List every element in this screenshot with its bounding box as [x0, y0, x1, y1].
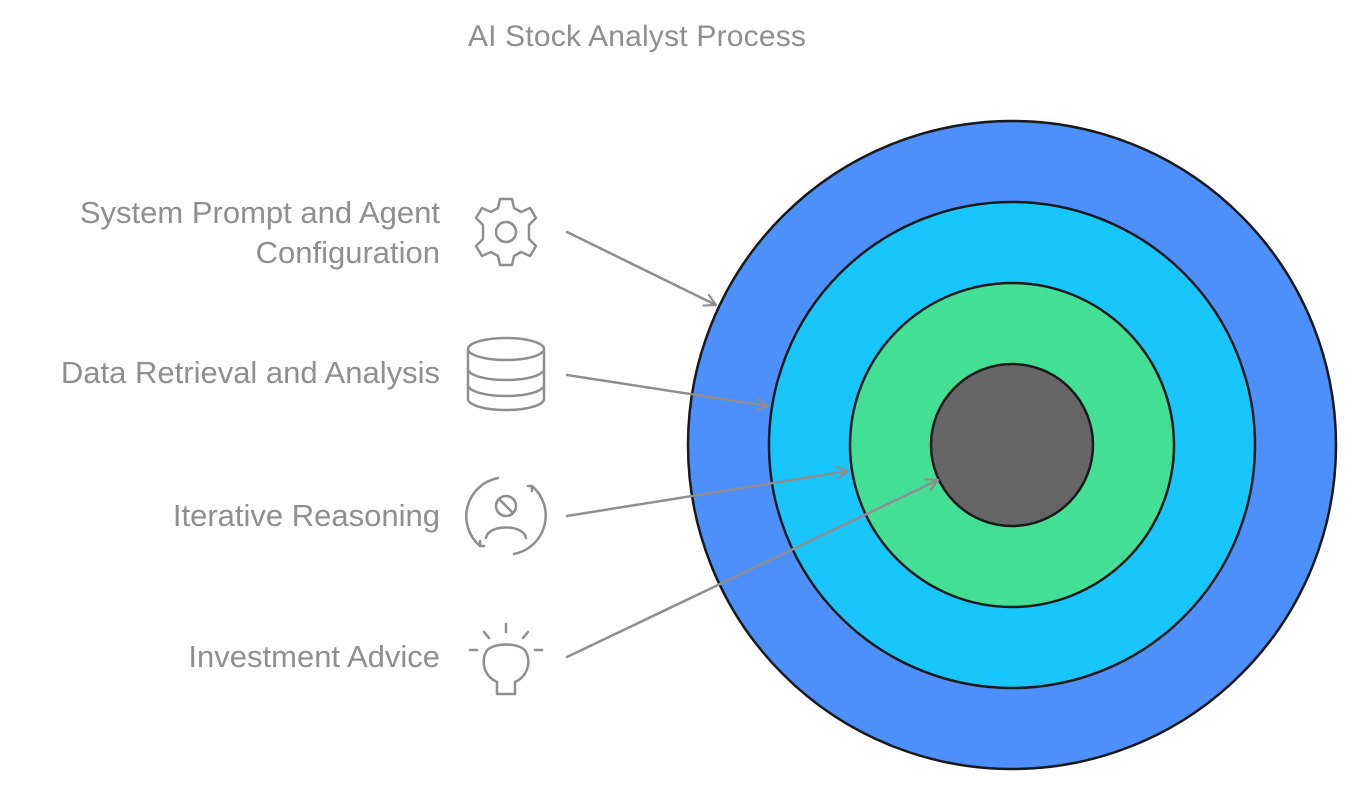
label-system-prompt-line2: Configuration — [255, 235, 440, 270]
lightbulb-icon — [468, 622, 544, 696]
label-system-prompt: System Prompt and Agent Configuration — [80, 193, 440, 273]
label-data-retrieval: Data Retrieval and Analysis — [60, 355, 440, 390]
arrow-to-core — [565, 480, 940, 659]
database-icon — [466, 336, 546, 412]
label-system-prompt-line1: System Prompt and Agent — [79, 195, 440, 230]
arrow-to-third-ring — [565, 471, 850, 518]
gear-icon — [474, 197, 538, 267]
label-iterative-reasoning: Iterative Reasoning — [172, 498, 440, 533]
arrow-to-outer-ring — [565, 230, 718, 305]
diagram-title: AI Stock Analyst Process — [467, 20, 807, 53]
arrow-to-second-ring — [565, 373, 770, 406]
label-investment-advice: Investment Advice — [188, 639, 440, 674]
core-circle — [929, 362, 1095, 528]
cycle-person-icon — [465, 476, 547, 556]
